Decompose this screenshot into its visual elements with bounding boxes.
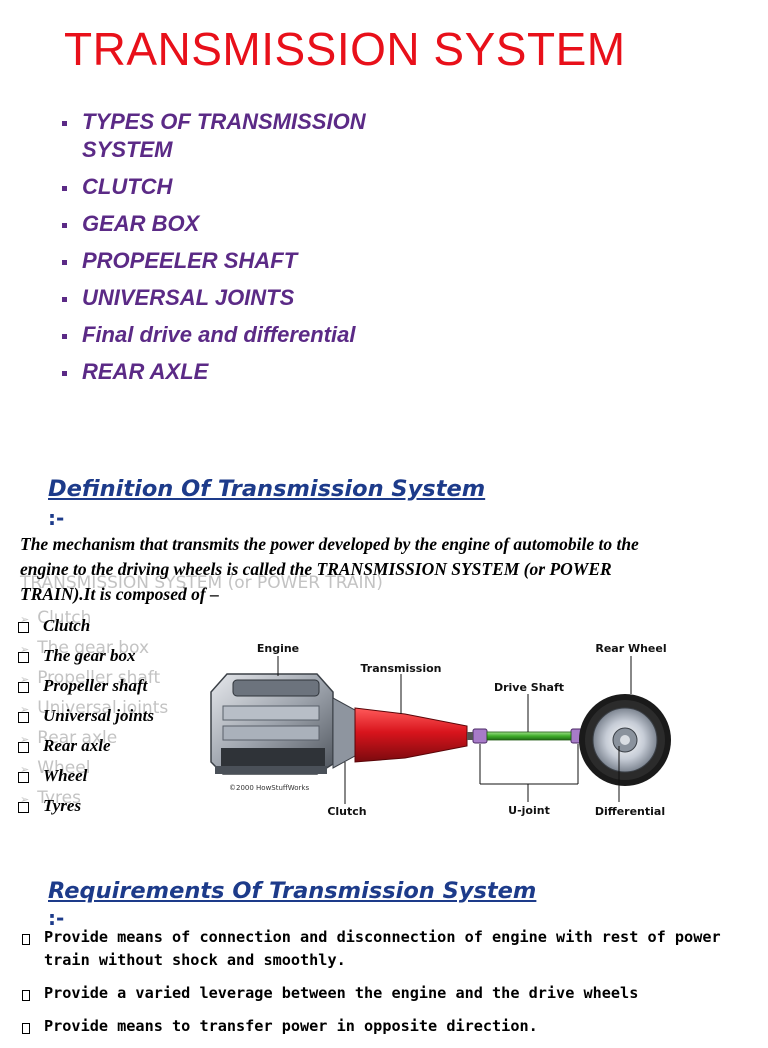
transmission-diagram: Engine Transmission Drive Shaft Rear Whe…: [210, 642, 671, 818]
definition-colon: :-: [48, 506, 65, 530]
u-joint-front: [472, 728, 488, 744]
list-item: Propeller shaft: [18, 671, 154, 701]
list-item: REAR AXLE: [60, 358, 402, 386]
checkbox-icon: [18, 711, 29, 723]
checkbox-icon: [18, 681, 29, 693]
list-item: GEAR BOX: [60, 210, 402, 238]
list-item: Provide means of connection and disconne…: [22, 926, 742, 972]
u-joint-label: U-joint: [508, 804, 550, 817]
list-item: Final drive and differential: [60, 321, 402, 349]
checkbox-icon: [22, 1023, 30, 1034]
topics-list: TYPES OF TRANSMISSION SYSTEM CLUTCH GEAR…: [60, 108, 402, 395]
checkbox-icon: [22, 934, 30, 945]
requirements-heading: Requirements Of Transmission System: [48, 878, 537, 904]
page-title: TRANSMISSION SYSTEM: [64, 23, 626, 75]
checkbox-icon: [18, 801, 29, 813]
drive-shaft-part: [486, 731, 572, 741]
ghost-list: ➢Clutch ➢The gear box ➢Propeller shaft ➢…: [20, 603, 168, 813]
parts-list: Clutch The gear box Propeller shaft Univ…: [18, 611, 154, 821]
arrow-icon: ➢: [20, 613, 30, 626]
engine-label: Engine: [257, 642, 299, 655]
list-item: CLUTCH: [60, 173, 402, 201]
list-item: Universal joints: [18, 701, 154, 731]
engine-part: [210, 673, 334, 775]
transmission-label: Transmission: [360, 662, 441, 675]
arrow-icon: ➢: [20, 763, 30, 776]
checkbox-icon: [22, 990, 30, 1001]
definition-heading: Definition Of Transmission System: [48, 476, 486, 502]
ghost-heading: TRANSMISSION SYSTEM (or POWER TRAIN): [20, 573, 383, 593]
ghost-item: ➢Clutch: [20, 608, 92, 628]
arrow-icon: ➢: [20, 673, 30, 686]
list-item: Provide means to transfer power in oppos…: [22, 1015, 742, 1038]
ghost-item: ➢Tyres: [20, 788, 81, 808]
requirements-list: Provide means of connection and disconne…: [22, 926, 742, 1048]
list-item: Provide a varied leverage between the en…: [22, 982, 742, 1005]
ghost-item: ➢Propeller shaft: [20, 668, 161, 688]
clutch-part: [332, 697, 356, 769]
requirements-colon: :-: [48, 906, 65, 930]
list-item: Wheel: [18, 761, 154, 791]
definition-text: The mechanism that transmits the power d…: [20, 534, 639, 604]
clutch-label: Clutch: [327, 805, 366, 818]
list-item: PROPEELER SHAFT: [60, 247, 402, 275]
ghost-item: ➢The gear box: [20, 638, 150, 658]
ghost-item: ➢Universal joints: [20, 698, 169, 718]
arrow-icon: ➢: [20, 703, 30, 716]
ghost-item: ➢Wheel: [20, 758, 91, 778]
checkbox-icon: [18, 651, 29, 663]
list-item: The gear box: [18, 641, 154, 671]
arrow-icon: ➢: [20, 733, 30, 746]
checkbox-icon: [18, 621, 29, 633]
transmission-part: [354, 707, 468, 763]
ghost-item: ➢Rear axle: [20, 728, 118, 748]
list-item: Tyres: [18, 791, 154, 821]
arrow-icon: ➢: [20, 643, 30, 656]
credit-label: ©2000 HowStuffWorks: [229, 784, 309, 792]
drive-shaft-label: Drive Shaft: [494, 681, 564, 694]
checkbox-icon: [18, 741, 29, 753]
arrow-icon: ➢: [20, 793, 30, 806]
differential-label: Differential: [595, 805, 665, 818]
checkbox-icon: [18, 771, 29, 783]
list-item: Rear axle: [18, 731, 154, 761]
rear-wheel-label: Rear Wheel: [595, 642, 666, 655]
list-item: TYPES OF TRANSMISSION SYSTEM: [60, 108, 402, 164]
list-item: UNIVERSAL JOINTS: [60, 284, 402, 312]
rear-wheel-part: [579, 694, 671, 786]
list-item: Clutch: [18, 611, 154, 641]
